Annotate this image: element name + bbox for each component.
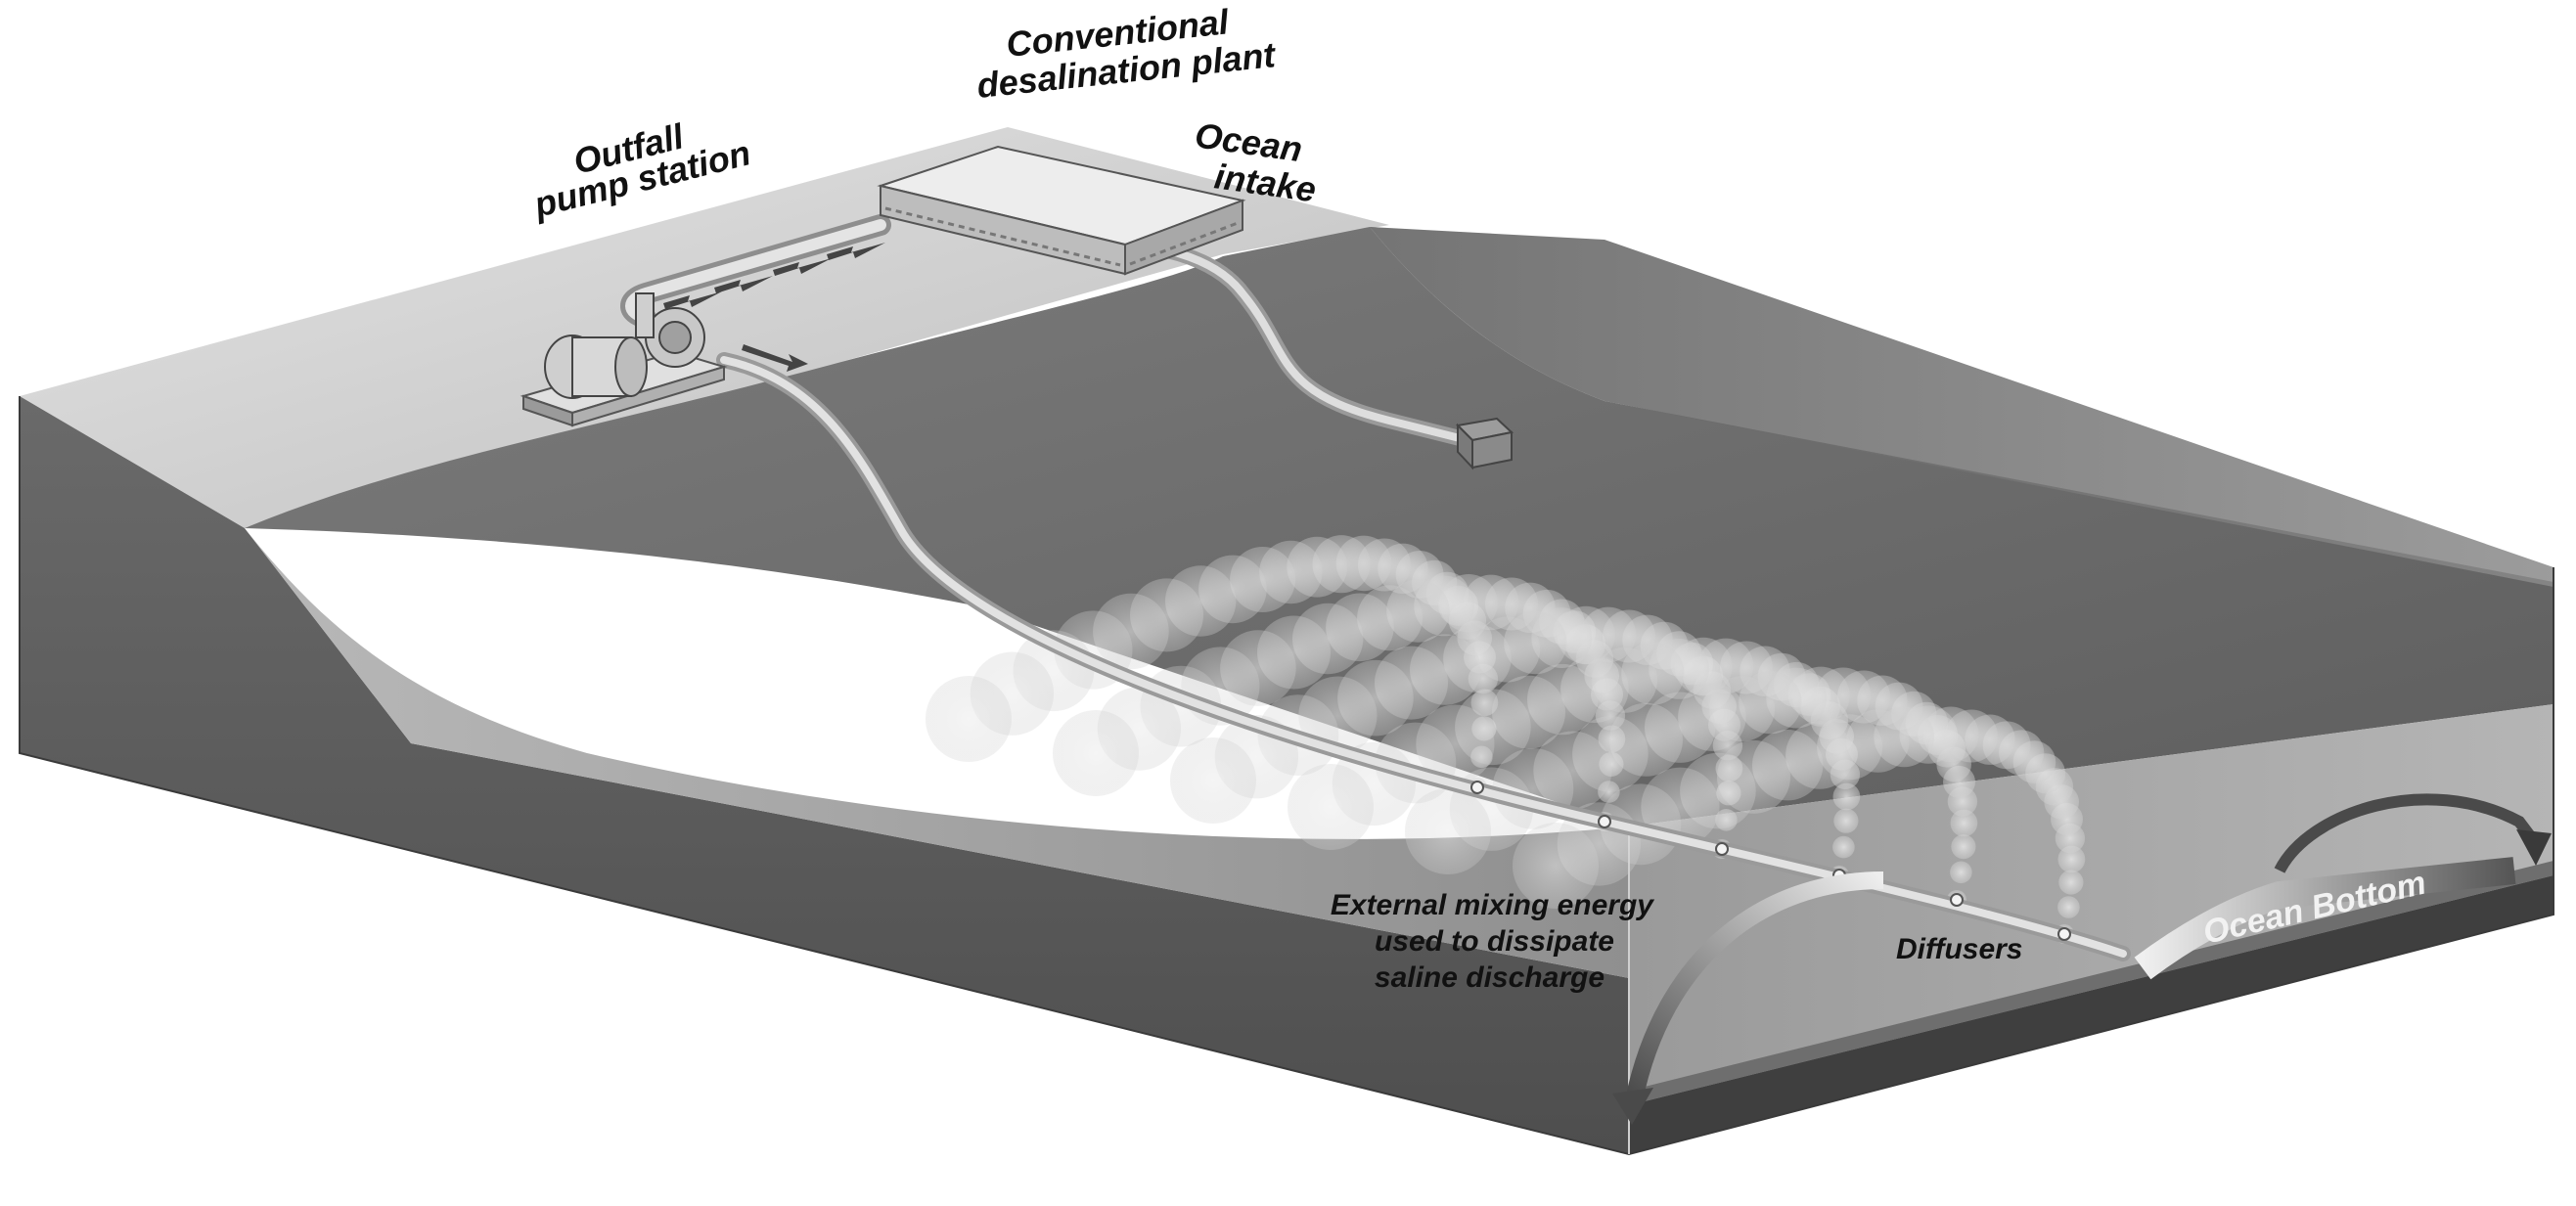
diffuser-icon: [1715, 842, 1729, 856]
mixing-arrow-right: [2274, 793, 2539, 873]
plume-puff: [2057, 896, 2080, 918]
intake-structure-icon: [1455, 417, 1514, 470]
plume-puff: [1170, 737, 1256, 824]
plume-puff: [1832, 835, 1855, 859]
mixing-label-line1: External mixing energy: [1331, 889, 1654, 921]
mixing-arrow-left: [1625, 871, 1884, 1102]
block-right-face: [1629, 704, 2553, 1130]
deep-ocean-surface: [1370, 227, 2553, 587]
discharge-plumes: [926, 535, 2086, 944]
mixing-label-line3: saline discharge: [1375, 961, 1604, 994]
diffuser-icon: [1598, 815, 1611, 828]
plume-puff: [1832, 782, 1861, 811]
ocean-bottom-arrow: [2134, 857, 2516, 980]
plume-puff: [926, 676, 1012, 762]
pump-motor-icon: [520, 292, 728, 427]
diffuser-icon: [1470, 781, 1484, 794]
diffuser-icon: [1950, 893, 1964, 907]
plume-puff: [1288, 764, 1374, 850]
desalination-plant-icon: [877, 145, 1246, 276]
flow-arrows-to-pump: [663, 243, 885, 309]
seabed-strip: [1629, 875, 2553, 1154]
water-cross-section: [245, 528, 1629, 978]
plume-puff: [1405, 788, 1491, 874]
block-left-face: [20, 396, 1629, 1154]
plume-puff: [2057, 845, 2086, 873]
water-surface: [245, 227, 2553, 826]
diffuser-icon: [2057, 927, 2071, 941]
plume-puff: [1053, 710, 1139, 796]
flow-arrow-to-outfall: [742, 344, 808, 372]
plume-puff: [1833, 808, 1859, 833]
plume-puff: [1513, 823, 1599, 909]
plume-puff: [1951, 834, 1976, 860]
outfall-pipe-highlight: [720, 356, 2127, 958]
seabed-top: [1629, 861, 2553, 1105]
plume-puff: [2058, 870, 2084, 895]
plume-puff: [1950, 809, 1978, 837]
mixing-label-line2: used to dissipate: [1375, 925, 1614, 958]
diffusers-label: Diffusers: [1896, 933, 2023, 965]
mixing-arrow-left-head: [1612, 1088, 1653, 1125]
plume-puff: [1950, 861, 1972, 884]
mixing-arrow-right-head: [2516, 829, 2552, 866]
